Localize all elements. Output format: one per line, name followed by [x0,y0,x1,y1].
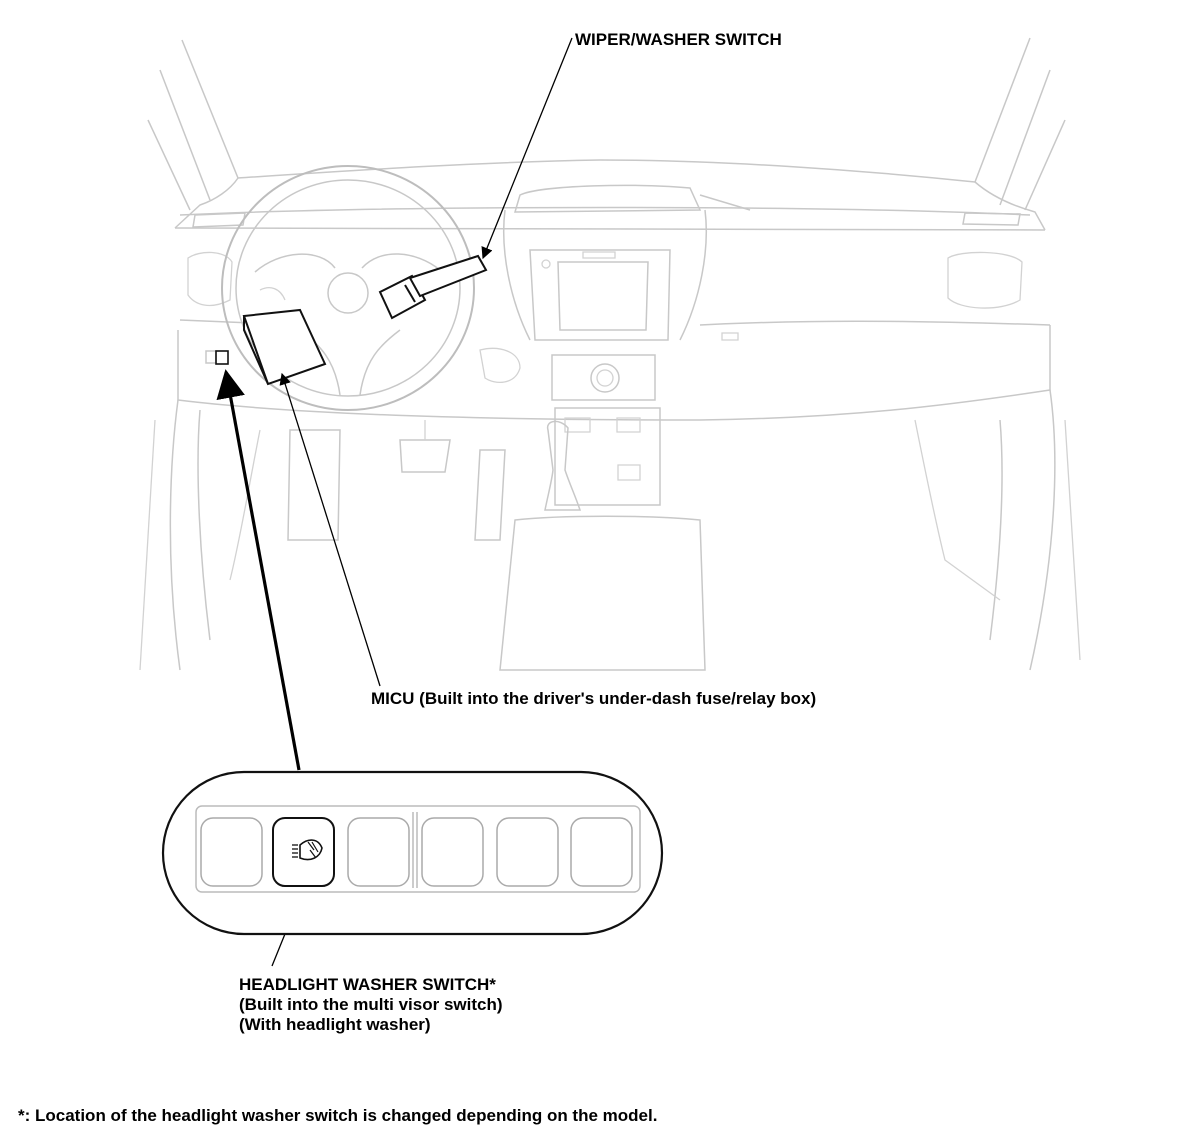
multi-visor-switch-detail [161,770,664,936]
micu-label: MICU (Built into the driver's under-dash… [371,689,817,708]
headlight-washer-switch-note-2: (With headlight washer) [239,1015,431,1034]
micu-leader-line [279,372,381,687]
micu-fuse-box-part [242,308,327,386]
headlight-washer-icon [292,839,323,861]
headlight-washer-switch-note-1: (Built into the multi visor switch) [239,995,503,1014]
wiper-washer-switch-part [378,254,488,320]
wiper-leader-line [481,37,573,260]
wiper-washer-switch-label: WIPER/WASHER SWITCH [575,30,782,49]
headlight-washer-switch-label: HEADLIGHT WASHER SWITCH* [239,975,496,994]
visor-switch-leader-line [216,369,301,771]
interior-line-art [139,37,1081,671]
footnote: *: Location of the headlight washer swit… [18,1106,658,1125]
multi-visor-switch-location [205,350,229,365]
